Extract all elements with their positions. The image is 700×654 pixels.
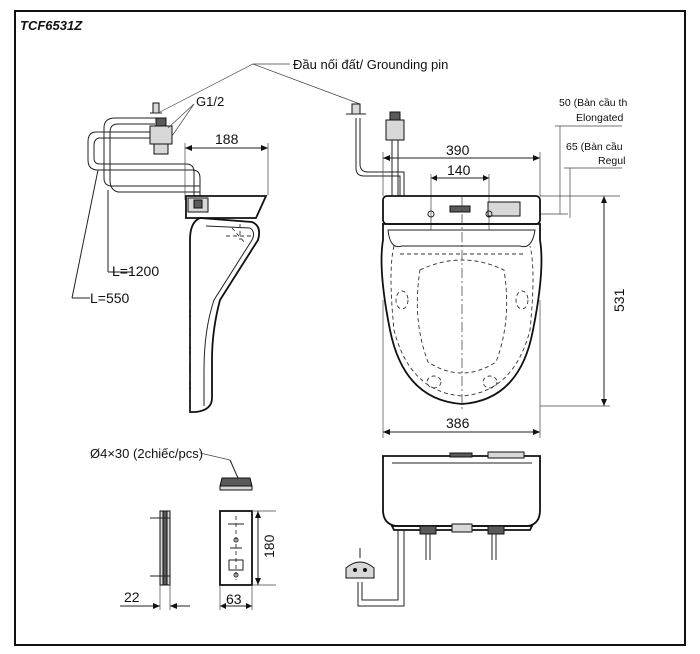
thread-label: G1/2 [196,94,224,109]
model-code: TCF6531Z [20,18,83,33]
regular-line1: 65 (Bàn cầu [566,141,623,153]
dim-bracket-width: 63 [226,591,242,607]
dim-bracket-depth: 22 [124,589,140,605]
screw-label: Ø4×30 (2chiếc/pcs) [90,446,203,461]
dim-hinge-span: 140 [447,162,471,178]
dim-side-depth: 188 [215,131,239,147]
regular-line2: Regul [598,155,625,167]
dim-seat-width: 386 [446,415,470,431]
drawing-frame [14,10,686,646]
hose-short-label: L=550 [90,290,130,306]
elongated-line1: 50 (Bàn cầu th [559,97,627,109]
elongated-line2: Elongated [576,112,623,124]
hose-long-label: L=1200 [112,263,159,279]
dim-seat-length: 531 [611,288,627,312]
side-view: G1/2 188 L=1200 L=550 [71,94,269,413]
dim-top-width: 390 [446,142,470,158]
grounding-pin-label: Đầu nối đất/ Grounding pin [293,57,448,72]
front-view [345,451,541,607]
bracket-views: Ø4×30 (2chiếc/pcs) 22 180 [90,446,277,610]
top-view: 390 140 50 (Bàn cầu th Elongated 65 (Bàn… [346,97,627,438]
grounding-leader-left [159,63,290,113]
grounding-leader-right [252,63,361,105]
dim-bracket-height: 180 [261,534,277,558]
